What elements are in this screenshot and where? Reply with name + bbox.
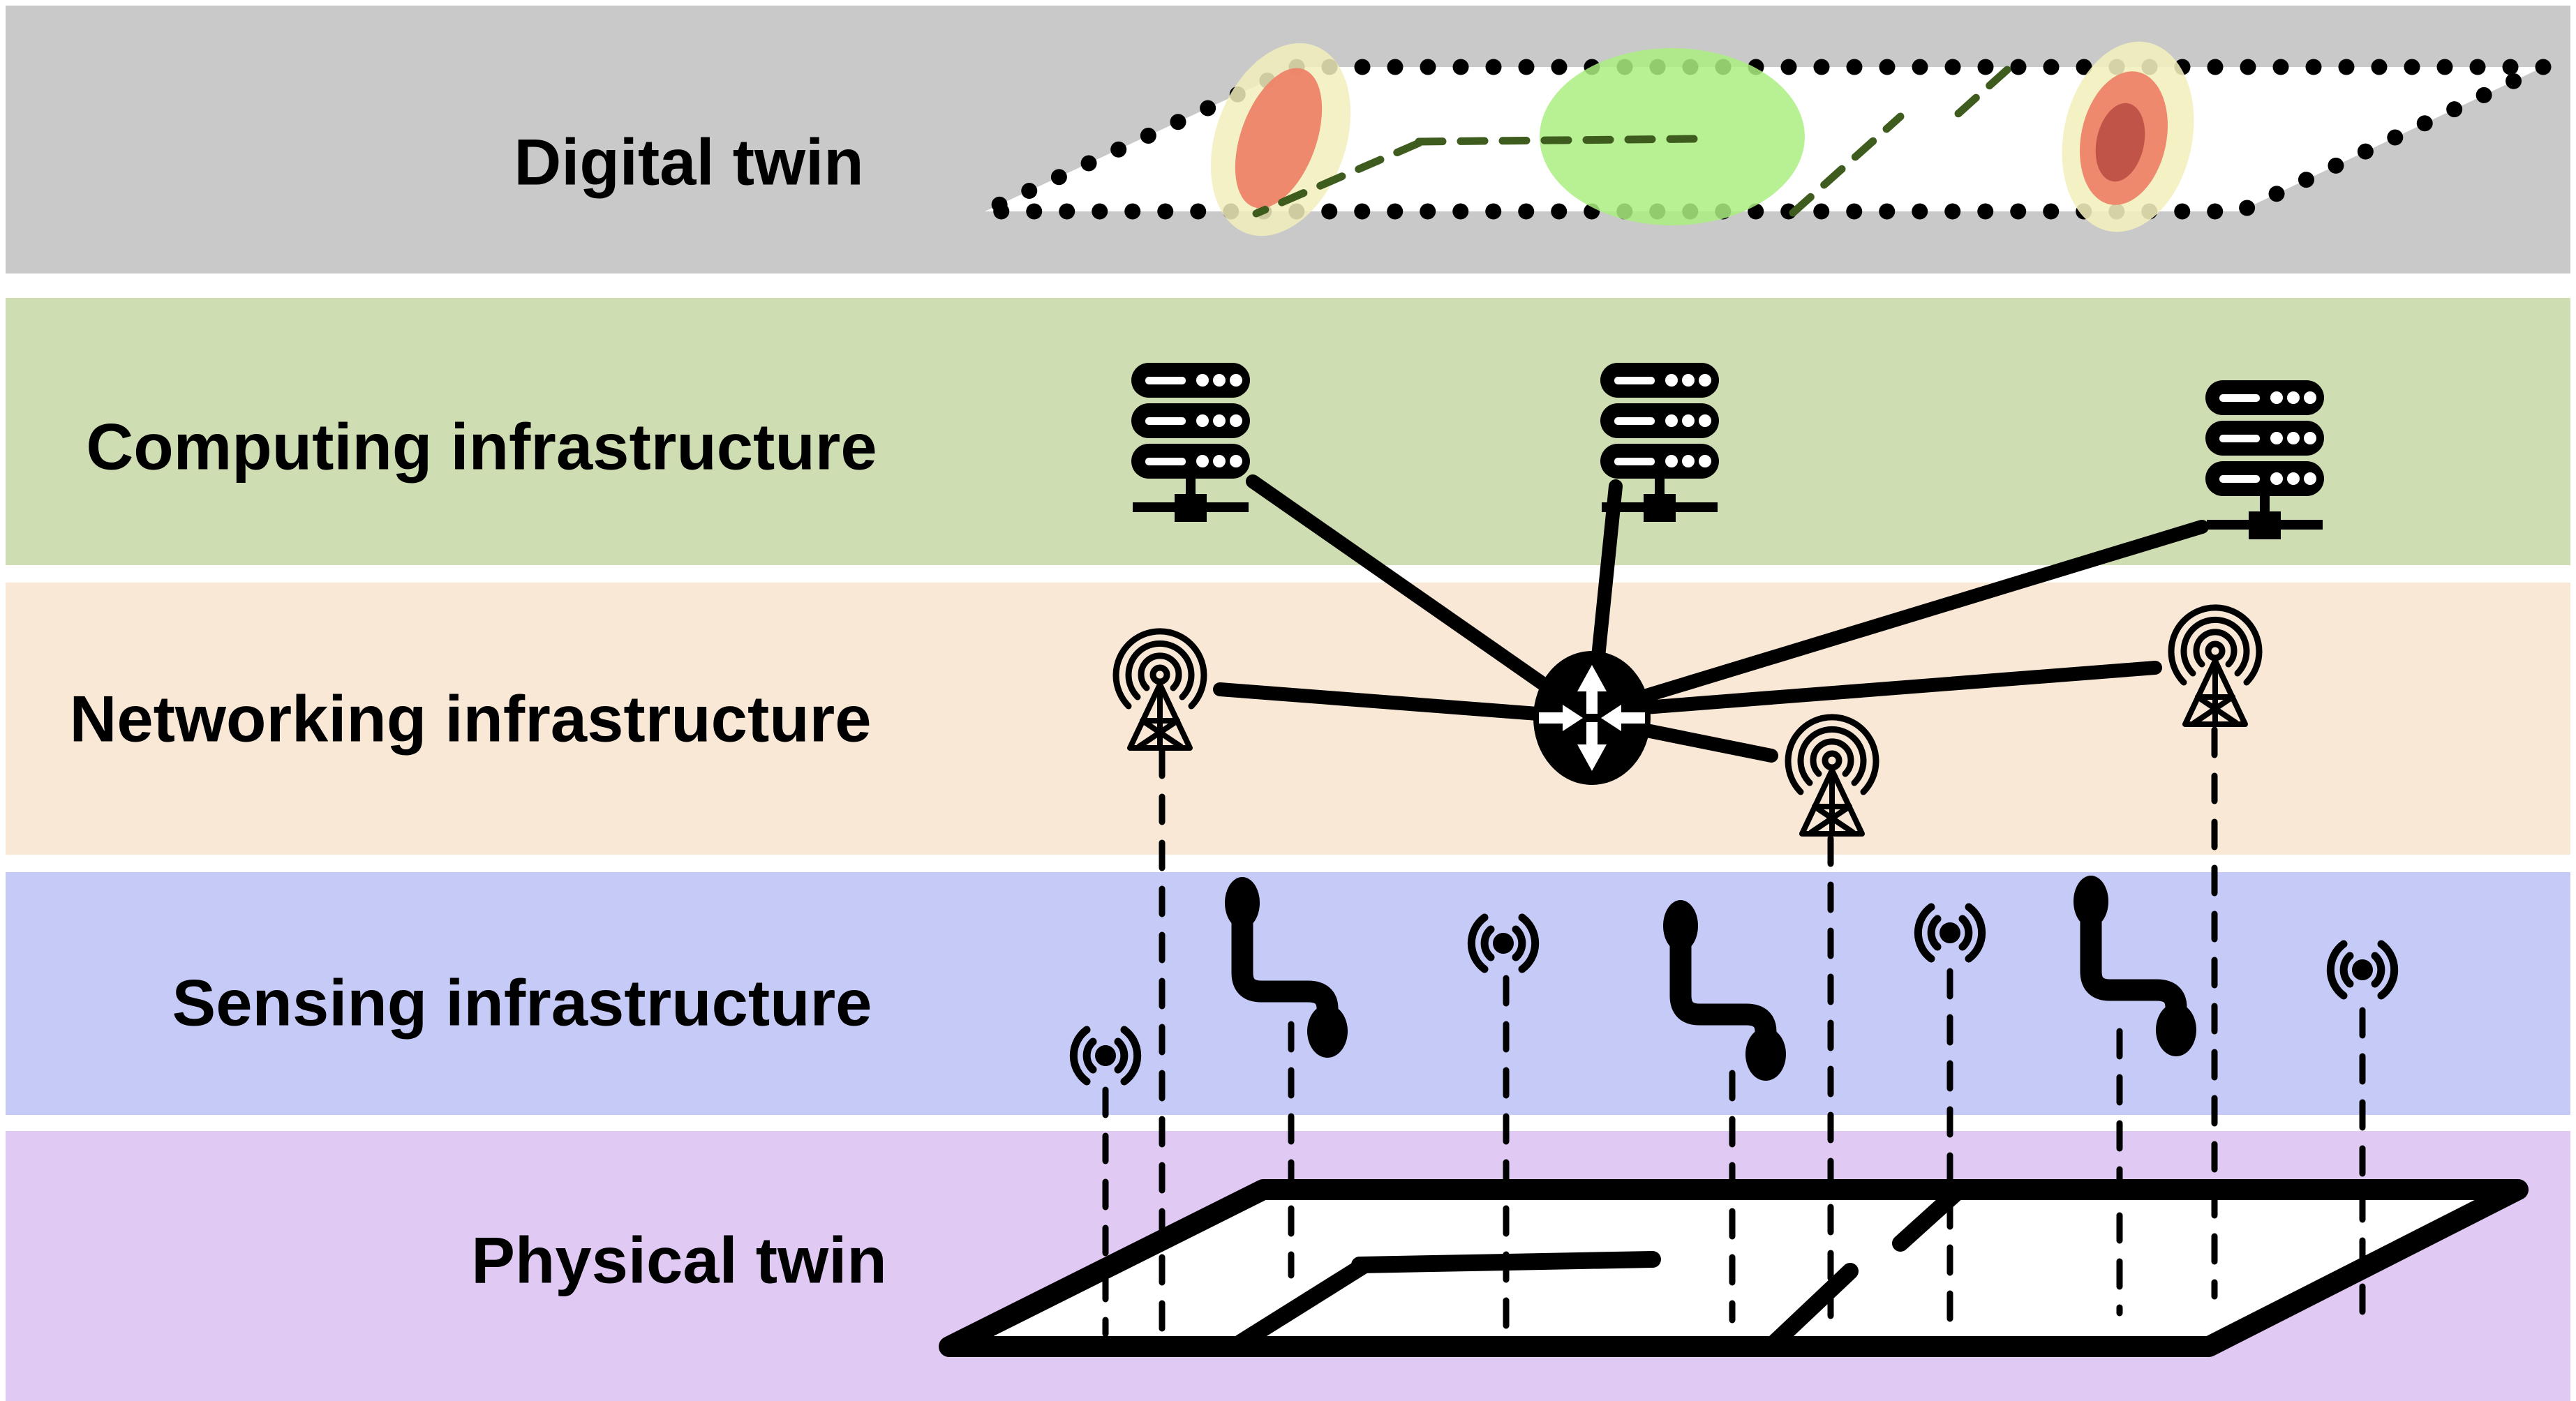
link-server1-router <box>1246 474 1599 725</box>
link-antenna-left-router <box>1213 682 1599 725</box>
dt-wall-diagonal-center <box>1789 112 1905 217</box>
link-server3-router <box>1598 520 2209 715</box>
label-sensing: Sensing infrastructure <box>172 966 872 1040</box>
network-links <box>1213 474 2209 763</box>
label-physical-twin: Physical twin <box>471 1224 887 1297</box>
floorplan-wall-diagonal-center <box>1766 1263 1859 1351</box>
dt-wall-horizontal <box>1415 135 1700 146</box>
label-computing: Computing infrastructure <box>86 410 877 484</box>
label-digital-twin: Digital twin <box>514 126 863 199</box>
dt-wall-diagonal-top <box>1949 66 2011 123</box>
label-networking: Networking infrastructure <box>69 682 871 756</box>
router-arrows <box>1539 665 1645 771</box>
floorplan-wall-diagonal-left <box>1233 1258 1371 1351</box>
band-networking <box>6 583 2570 855</box>
link-antenna-right-router <box>1585 661 2162 719</box>
band-computing <box>6 298 2570 565</box>
router-icon <box>1533 651 1651 785</box>
hotspot-right-core <box>2095 103 2145 182</box>
hotspot-left-core <box>1235 68 1323 209</box>
sensor-drop-lines <box>1102 726 2366 1342</box>
digital-twin-dashed-walls <box>1252 66 2011 218</box>
dt-wall-diagonal-left <box>1252 139 1423 218</box>
digital-twin-plane <box>976 41 2552 237</box>
